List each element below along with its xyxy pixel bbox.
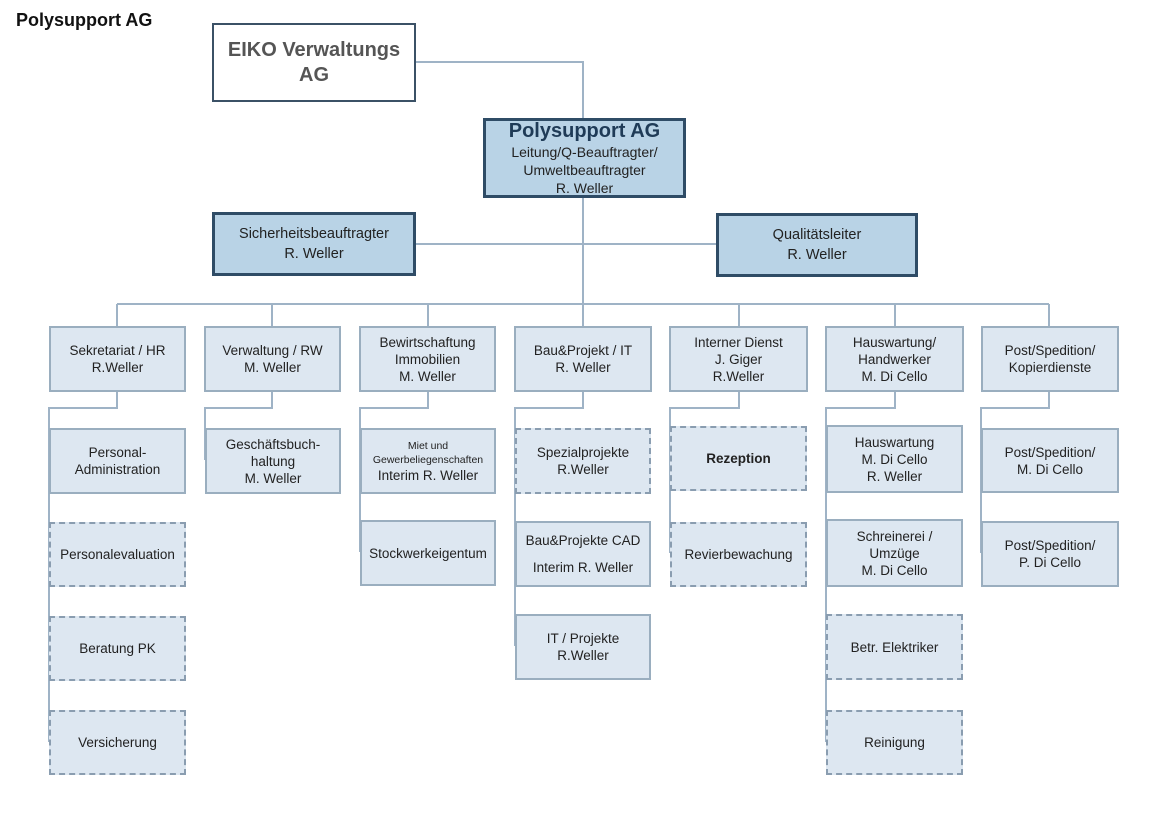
department-line: Kopierdienste [1008, 360, 1092, 375]
department-line: R. Weller [555, 360, 611, 375]
root-line-2: AG [299, 63, 329, 86]
unit-box-bookkeeping: Geschäftsbuch- haltung M. Weller [205, 428, 341, 494]
unit-box-cad-projects: Bau&Projekte CAD Interim R. Weller [515, 521, 651, 587]
main-line-1: Leitung/Q-Beauftragter/ [511, 144, 658, 160]
unit-box-caretaking: Hauswartung M. Di Cello R. Weller [826, 425, 963, 493]
unit-line: haltung [250, 453, 296, 469]
department-line: Bewirtschaftung [379, 334, 476, 350]
staff-left-line-2: R. Weller [284, 246, 344, 262]
department-line: Verwaltung / RW [222, 343, 323, 358]
unit-line: R. Weller [866, 468, 923, 484]
unit-line: Personalevaluation [60, 547, 175, 562]
unit-box-insurance: Versicherung [49, 710, 186, 775]
unit-box-personnel-admin: Personal- Administration [49, 428, 186, 494]
unit-line: Geschäftsbuch- [225, 436, 321, 452]
unit-box-condominium: Stockwerkeigentum [360, 520, 496, 586]
department-line: Immobilien [394, 351, 461, 367]
unit-line: M. Di Cello [861, 451, 928, 467]
unit-line: M. Di Cello [1016, 461, 1083, 477]
department-line: Hauswartung/ [852, 334, 937, 350]
unit-line: Umzüge [869, 545, 920, 561]
unit-box-personnel-evaluation: Personalevaluation [49, 522, 186, 587]
main-line-2: Umweltbeauftragter [523, 162, 646, 178]
unit-line: Personal- [88, 445, 147, 460]
department-line: J. Giger [714, 351, 763, 367]
staff-right-line-1: Qualitätsleiter [772, 227, 862, 243]
staff-left-line-1: Sicherheitsbeauftragter [239, 226, 389, 242]
unit-line: P. Di Cello [1018, 555, 1082, 570]
unit-line: Spezialprojekte [536, 445, 630, 460]
department-line: R.Weller [712, 368, 765, 384]
main-line-3: R. Weller [555, 180, 614, 196]
unit-line: Post/Spedition/ [1004, 538, 1096, 553]
department-box-post: Post/Spedition/ Kopierdienste [981, 326, 1119, 392]
unit-line: Post/Spedition/ [1004, 444, 1096, 460]
unit-box-cleaning: Reinigung [826, 710, 963, 775]
unit-box-reception: Rezeption [670, 426, 807, 491]
department-line: M. Weller [399, 368, 456, 384]
department-box-construction-it: Bau&Projekt / IT R. Weller [514, 326, 652, 392]
unit-line: R.Weller [557, 648, 609, 663]
department-line: Handwerker [858, 351, 931, 367]
root-line-1: EIKO Verwaltungs [227, 38, 401, 61]
department-line: Bau&Projekt / IT [533, 343, 633, 358]
department-box-property-management: Bewirtschaftung Immobilien M. Weller [359, 326, 496, 392]
unit-line: Rezeption [706, 451, 771, 466]
unit-line: IT / Projekte [546, 631, 620, 646]
unit-box-post-dispatch-2: Post/Spedition/ P. Di Cello [981, 521, 1119, 587]
unit-box-special-projects: Spezialprojekte R.Weller [515, 428, 651, 494]
unit-box-carpentry: Schreinerei / Umzüge M. Di Cello [826, 519, 963, 587]
unit-box-it-projects: IT / Projekte R.Weller [515, 614, 651, 680]
department-line: Sekretariat / HR [69, 343, 166, 358]
unit-line: Administration [74, 462, 161, 477]
unit-line: Gewerbeliegenschaften [372, 453, 484, 466]
unit-line: R.Weller [557, 462, 609, 477]
unit-line: Reinigung [864, 735, 925, 750]
staff-right-line-2: R. Weller [787, 247, 847, 263]
unit-line: Miet und [407, 439, 449, 452]
department-box-internal-service: Interner Dienst J. Giger R.Weller [669, 326, 808, 392]
department-box-facility: Hauswartung/ Handwerker M. Di Cello [825, 326, 964, 392]
unit-box-patrol: Revierbewachung [670, 522, 807, 587]
unit-box-pension-advice: Beratung PK [49, 616, 186, 681]
unit-line: M. Di Cello [861, 562, 928, 578]
unit-box-post-dispatch-1: Post/Spedition/ M. Di Cello [981, 428, 1119, 493]
unit-line: Betr. Elektriker [850, 639, 939, 655]
unit-line: Schreinerei / [856, 528, 933, 544]
unit-line: Interim R. Weller [377, 467, 479, 483]
unit-line: M. Weller [244, 470, 302, 486]
unit-line: Versicherung [78, 735, 157, 750]
unit-box-electrician: Betr. Elektriker [826, 614, 963, 680]
staff-box-quality-manager: Qualitätsleiter R. Weller [716, 213, 918, 277]
department-box-administration: Verwaltung / RW M. Weller [204, 326, 341, 392]
department-line: M. Di Cello [861, 368, 928, 384]
unit-line: Bau&Projekte CAD [525, 533, 641, 548]
main-company-box: Polysupport AG Leitung/Q-Beauftragter/ U… [483, 118, 686, 198]
department-line: Interner Dienst [694, 334, 783, 350]
page-title: Polysupport AG [16, 10, 153, 30]
department-line: Post/Spedition/ [1004, 343, 1096, 358]
department-line: M. Weller [244, 360, 301, 375]
unit-line: Interim R. Weller [532, 560, 634, 575]
unit-line: Stockwerkeigentum [369, 545, 487, 561]
unit-line: Hauswartung [854, 434, 935, 450]
staff-box-safety-officer: Sicherheitsbeauftragter R. Weller [212, 212, 416, 276]
unit-line: Beratung PK [79, 641, 156, 656]
root-company-box: EIKO Verwaltungs AG [212, 23, 416, 102]
department-line: R.Weller [91, 360, 144, 375]
unit-line: Revierbewachung [684, 547, 793, 562]
unit-box-rental-properties: Miet und Gewerbeliegenschaften Interim R… [360, 428, 496, 494]
main-title: Polysupport AG [508, 120, 661, 142]
department-box-secretariat: Sekretariat / HR R.Weller [49, 326, 186, 392]
